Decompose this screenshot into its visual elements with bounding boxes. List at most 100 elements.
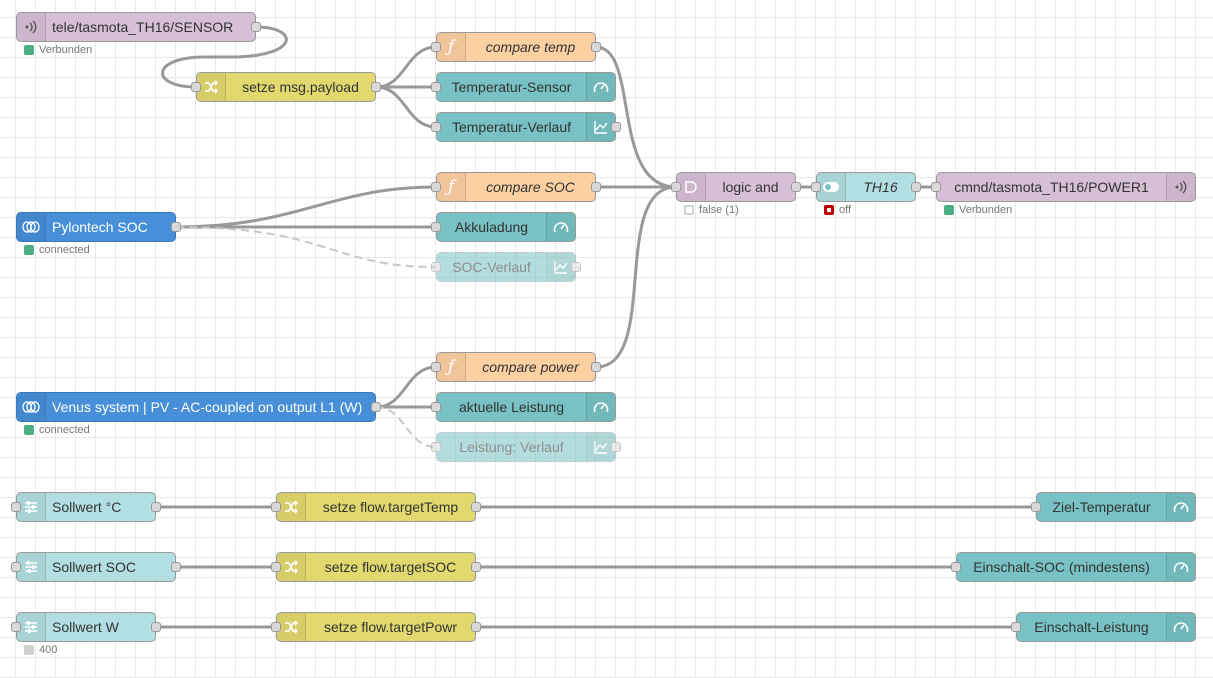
chart-node-leistung-verlauf[interactable]: Leistung: Verlauf (431, 432, 621, 462)
node-label: setze flow.targetSOC (324, 559, 457, 575)
input-port[interactable] (11, 622, 21, 632)
status-text: connected (39, 244, 90, 256)
output-port[interactable] (911, 182, 921, 192)
change-node-target-soc[interactable]: setze flow.targetSOC (271, 552, 481, 582)
input-port[interactable] (431, 182, 441, 192)
status-dot (24, 245, 34, 255)
input-port[interactable] (271, 502, 281, 512)
wire[interactable] (375, 45, 437, 89)
output-port[interactable] (371, 402, 381, 412)
input-port[interactable] (431, 442, 441, 452)
input-port[interactable] (271, 622, 281, 632)
input-port[interactable] (11, 562, 21, 572)
status-text: 400 (39, 644, 58, 656)
output-port[interactable] (151, 502, 161, 512)
gauge-node-temperatur-sensor[interactable]: Temperatur-Sensor (431, 72, 616, 102)
node-status: false (1) (684, 204, 739, 216)
status-dot (944, 205, 954, 215)
gauge-node-einschalt-leistung[interactable]: Einschalt-Leistung (1011, 612, 1196, 642)
wire[interactable] (595, 45, 677, 189)
wire[interactable] (375, 85, 437, 129)
gauge-node-einschalt-soc[interactable]: Einschalt-SOC (mindestens) (951, 552, 1196, 582)
slider-node-sollwert-soc[interactable]: Sollwert SOC (11, 552, 181, 582)
output-port[interactable] (571, 262, 581, 272)
status-dot (24, 45, 34, 55)
gauge-node-ziel-temperatur[interactable]: Ziel-Temperatur (1031, 492, 1196, 522)
output-port[interactable] (251, 22, 261, 32)
chart-icon (546, 253, 575, 281)
input-port[interactable] (1011, 622, 1021, 632)
input-port[interactable] (431, 402, 441, 412)
input-port[interactable] (11, 502, 21, 512)
output-port[interactable] (171, 562, 181, 572)
gauge-icon (1166, 493, 1195, 521)
output-port[interactable] (371, 82, 381, 92)
output-port[interactable] (471, 622, 481, 632)
gauge-icon (546, 213, 575, 241)
input-port[interactable] (811, 182, 821, 192)
output-port[interactable] (791, 182, 801, 192)
chart-icon (586, 433, 615, 461)
node-label: SOC-Verlauf (452, 259, 531, 275)
input-port[interactable] (671, 182, 681, 192)
gauge-node-akkuladung[interactable]: Akkuladung (431, 212, 576, 242)
change-node-target-powr[interactable]: setze flow.targetPowr (271, 612, 481, 642)
change-node-target-temp[interactable]: setze flow.targetTemp (271, 492, 481, 522)
input-port[interactable] (431, 82, 441, 92)
wire[interactable] (375, 365, 437, 409)
slider-node-sollwert-w[interactable]: Sollwert W (11, 612, 161, 642)
wire-disabled[interactable] (175, 226, 437, 268)
change-node-payload[interactable]: setze msg.payload (191, 72, 381, 102)
wire[interactable] (161, 25, 288, 89)
victron-icon (17, 213, 46, 241)
output-port[interactable] (591, 362, 601, 372)
node-label: Sollwert °C (52, 499, 122, 515)
input-port[interactable] (431, 222, 441, 232)
wire-disabled[interactable] (375, 406, 437, 448)
input-port[interactable] (431, 262, 441, 272)
node-label: Temperatur-Sensor (451, 79, 572, 95)
output-port[interactable] (611, 122, 621, 132)
victron-node-venus-system[interactable]: Venus system | PV - AC-coupled on output… (16, 392, 381, 422)
node-label: setze flow.targetPowr (323, 619, 458, 635)
output-port[interactable] (471, 562, 481, 572)
gauge-icon (586, 393, 615, 421)
input-port[interactable] (191, 82, 201, 92)
and-gate-icon (677, 173, 706, 201)
input-port[interactable] (951, 562, 961, 572)
node-label: logic and (722, 179, 779, 195)
node-label: Einschalt-SOC (mindestens) (973, 559, 1150, 575)
output-port[interactable] (591, 42, 601, 52)
slider-node-sollwert-temp[interactable]: Sollwert °C (11, 492, 161, 522)
input-port[interactable] (431, 122, 441, 132)
output-port[interactable] (611, 442, 621, 452)
output-port[interactable] (471, 502, 481, 512)
chart-node-soc-verlauf[interactable]: SOC-Verlauf (431, 252, 581, 282)
output-port[interactable] (171, 222, 181, 232)
victron-node-pylontech-soc[interactable]: Pylontech SOC (16, 212, 181, 242)
input-port[interactable] (931, 182, 941, 192)
chart-node-temperatur-verlauf[interactable]: Temperatur-Verlauf (431, 112, 621, 142)
node-label: Ziel-Temperatur (1052, 499, 1151, 515)
output-port[interactable] (591, 182, 601, 192)
mqtt-in-node-sensor[interactable]: tele/tasmota_TH16/SENSOR (16, 12, 261, 42)
wifi-icon (17, 13, 46, 41)
output-port[interactable] (151, 622, 161, 632)
wire[interactable] (175, 185, 437, 229)
input-port[interactable] (271, 562, 281, 572)
shuffle-icon (197, 73, 226, 101)
function-node-compare-temp[interactable]: ƒ compare temp (431, 32, 601, 62)
function-node-compare-power[interactable]: ƒ compare power (431, 352, 601, 382)
mqtt-out-node-power1[interactable]: cmnd/tasmota_TH16/POWER1 (931, 172, 1196, 202)
input-port[interactable] (431, 362, 441, 372)
input-port[interactable] (431, 42, 441, 52)
wire[interactable] (595, 185, 677, 369)
function-icon: ƒ (437, 353, 466, 381)
logic-and-node[interactable]: logic and (671, 172, 801, 202)
status-text: false (1) (699, 204, 739, 216)
function-node-compare-soc[interactable]: ƒ compare SOC (431, 172, 601, 202)
switch-node-th16[interactable]: TH16 (811, 172, 921, 202)
input-port[interactable] (1031, 502, 1041, 512)
gauge-node-aktuelle-leistung[interactable]: aktuelle Leistung (431, 392, 616, 422)
node-label: compare temp (485, 39, 576, 55)
